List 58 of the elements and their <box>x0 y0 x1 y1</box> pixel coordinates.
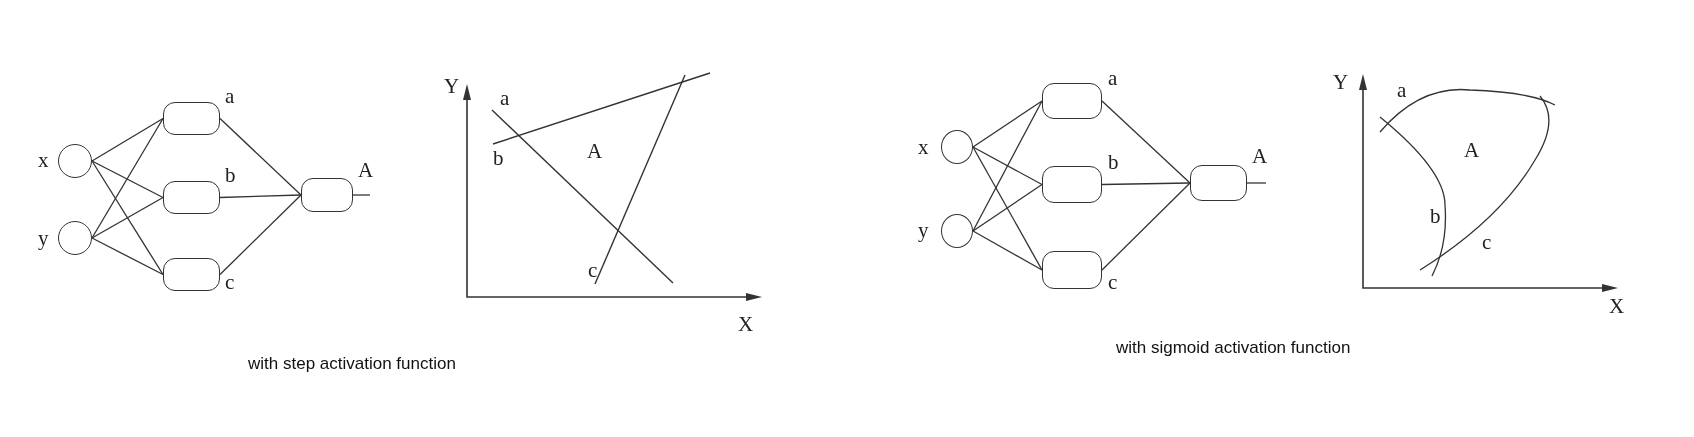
neuron-label: b <box>1108 152 1119 173</box>
curve-label: a <box>1397 80 1407 101</box>
region-label: A <box>1464 140 1480 161</box>
connector-line <box>91 237 164 276</box>
connector-line <box>972 183 1043 232</box>
axis-label: Y <box>1333 72 1349 93</box>
connector-line <box>219 117 302 196</box>
neuron-label: a <box>225 86 235 107</box>
neuron-label: c <box>225 272 235 293</box>
connector-line <box>91 117 164 239</box>
connector-line <box>972 146 1043 186</box>
curve-label: c <box>1482 232 1492 253</box>
neuron-label: b <box>225 165 236 186</box>
connector-line <box>1101 182 1191 271</box>
connector-line <box>972 146 1043 271</box>
neuron-label: A <box>1252 146 1268 167</box>
neuron-label: y <box>918 220 929 241</box>
line-label: a <box>500 88 510 109</box>
connector-line <box>1246 182 1267 184</box>
neuron-box <box>163 258 220 291</box>
connector-line <box>1101 100 1191 184</box>
neuron-label: A <box>358 160 374 181</box>
neuron-label: c <box>1108 272 1118 293</box>
axis-label: X <box>738 314 754 335</box>
neuron-box <box>163 181 220 214</box>
input-neuron <box>58 221 92 255</box>
caption: with step activation function <box>248 354 456 375</box>
neuron-box <box>1042 251 1102 289</box>
connector-line <box>352 194 371 196</box>
neuron-box <box>1042 166 1102 203</box>
neuron-box <box>301 178 353 212</box>
neuron-label: x <box>918 137 929 158</box>
connector-line <box>1101 182 1191 186</box>
axis-label: X <box>1609 296 1625 317</box>
connector-line <box>91 196 164 239</box>
connector-line <box>972 230 1043 271</box>
connector-line <box>219 194 302 276</box>
connector-line <box>972 100 1043 232</box>
neuron-box <box>1042 83 1102 119</box>
neuron-label: x <box>38 150 49 171</box>
input-neuron <box>941 214 973 248</box>
region-label: A <box>587 141 603 162</box>
connector-line <box>219 194 302 199</box>
input-neuron <box>941 130 973 164</box>
line-label: b <box>493 148 504 169</box>
line-label: c <box>588 260 598 281</box>
connector-line <box>91 160 164 199</box>
neuron-box <box>163 102 220 135</box>
axis-label: Y <box>444 76 460 97</box>
neuron-box <box>1190 165 1247 201</box>
caption: with sigmoid activation function <box>1116 338 1351 359</box>
neuron-label: y <box>38 228 49 249</box>
connector-line <box>91 160 164 276</box>
curve-label: b <box>1430 206 1441 227</box>
connector-line <box>91 117 164 162</box>
neuron-label: a <box>1108 68 1118 89</box>
connector-line <box>972 100 1043 148</box>
input-neuron <box>58 144 92 178</box>
